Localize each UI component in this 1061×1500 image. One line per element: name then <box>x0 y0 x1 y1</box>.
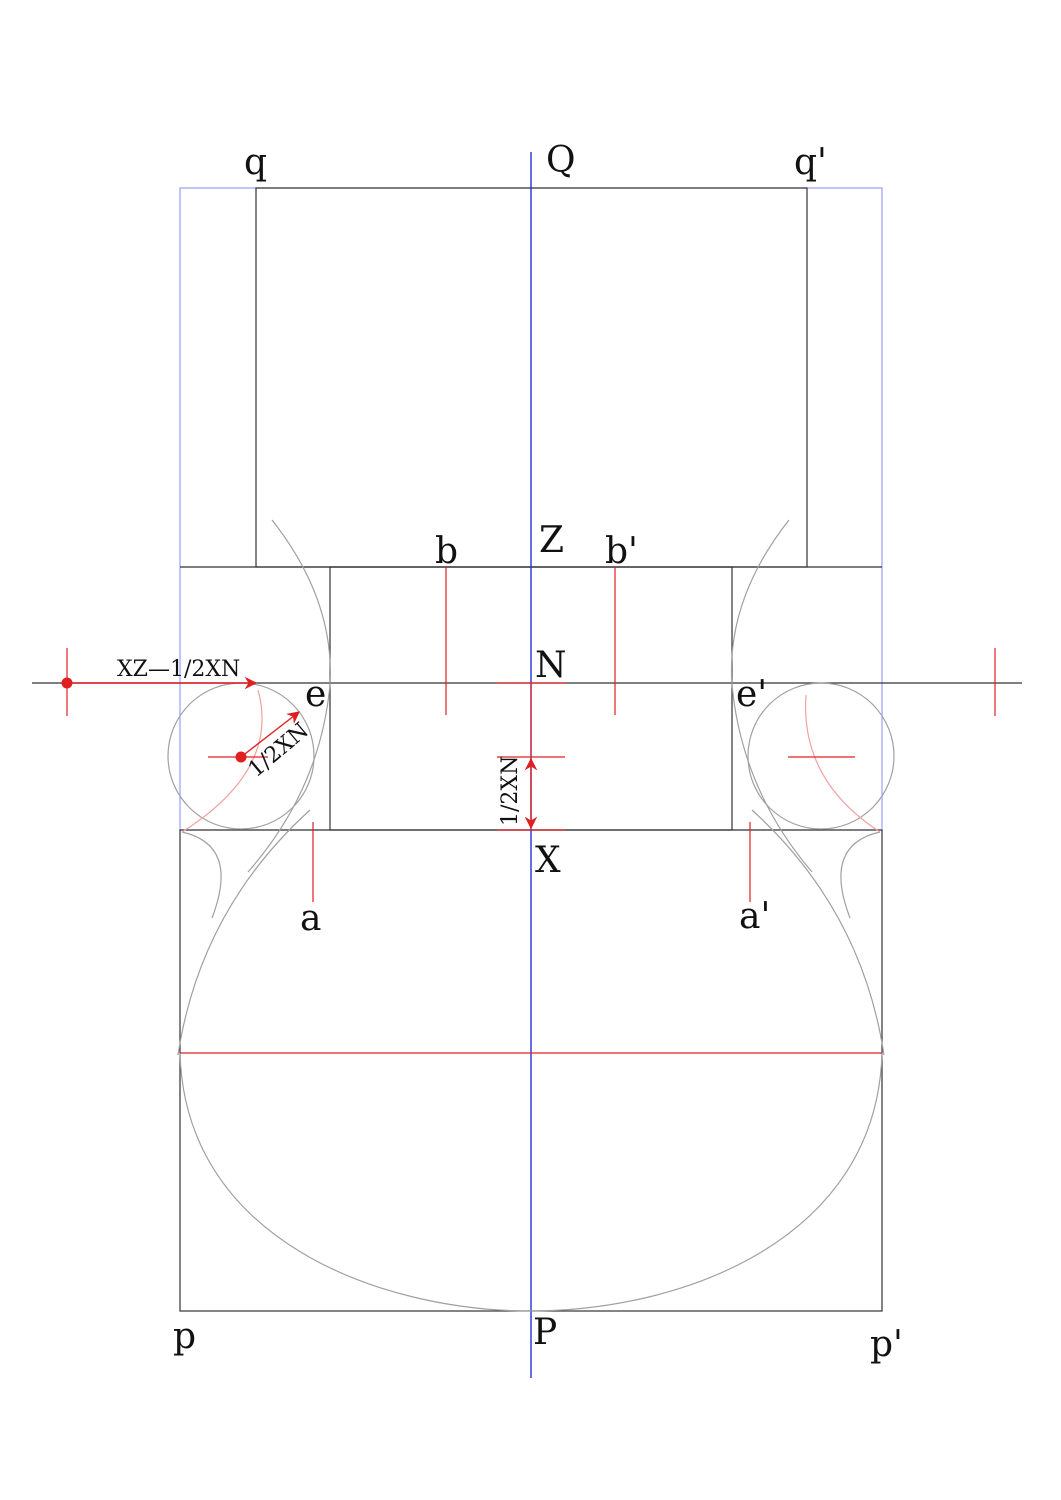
annotation-xz-minus-half: XZ—1/2XN <box>117 657 240 682</box>
half-xn-radius-arrow <box>240 711 300 758</box>
label-N: N <box>535 645 567 686</box>
label-p: p <box>173 1316 196 1357</box>
label-P: P <box>533 1312 557 1353</box>
label-q: q <box>244 142 267 183</box>
left-upper-arc <box>247 519 331 873</box>
left-small-arc <box>181 831 222 919</box>
right-light-red-arc <box>804 694 881 833</box>
left-body-curve <box>177 809 311 1056</box>
left-far-dot <box>61 677 73 689</box>
right-small-arc <box>840 831 881 919</box>
right-body-curve <box>751 809 885 1056</box>
label-Q: Q <box>546 140 576 181</box>
annotation-half-xn-vertical: 1/2XN <box>498 756 523 826</box>
label-p-prime: p' <box>870 1324 903 1365</box>
right-upper-arc <box>730 519 813 873</box>
bottom-bowl-curve <box>179 1052 883 1312</box>
label-X: X <box>535 840 561 881</box>
label-a-prime: a' <box>739 896 770 937</box>
label-b-prime: b' <box>605 531 638 572</box>
label-b: b <box>435 531 458 572</box>
left-center-dot <box>235 751 247 763</box>
label-q-prime: q' <box>794 142 827 183</box>
label-Z: Z <box>539 520 564 561</box>
right-circle <box>747 682 895 830</box>
label-e: e <box>305 674 326 715</box>
label-a: a <box>300 898 321 939</box>
label-e-prime: e' <box>736 674 767 715</box>
left-light-red-arc <box>181 689 263 833</box>
